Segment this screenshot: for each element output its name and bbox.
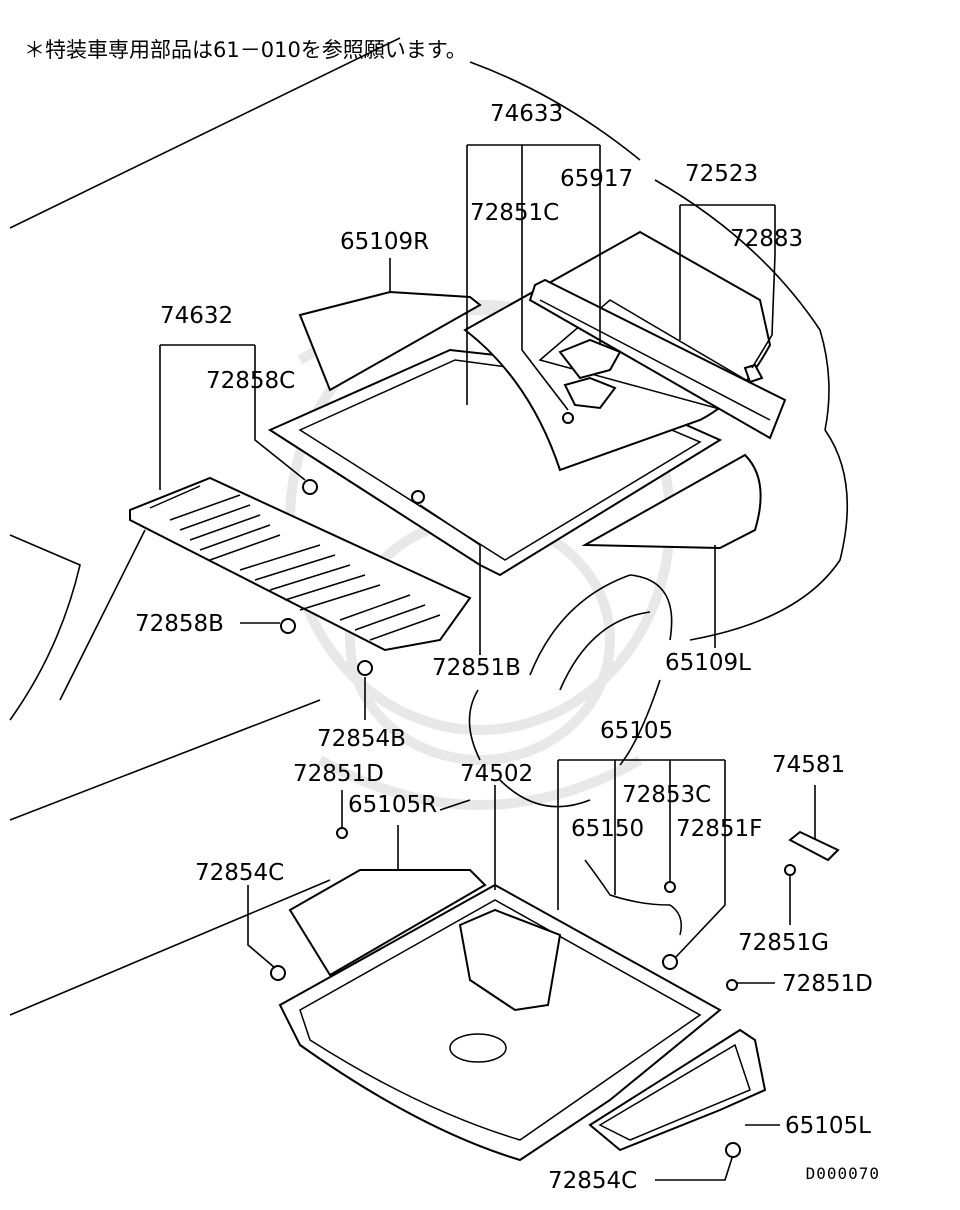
label-74632: 74632 <box>160 303 233 329</box>
part-labels: 74633 65917 72523 72851C 72883 65109R 74… <box>135 101 873 1194</box>
leader-lines <box>159 144 816 1181</box>
label-72851D-lower: 72851D <box>782 971 873 997</box>
label-65109R: 65109R <box>340 229 429 255</box>
label-72523: 72523 <box>685 161 758 187</box>
label-72851B: 72851B <box>432 655 521 681</box>
label-65150: 65150 <box>571 816 644 842</box>
label-72858C: 72858C <box>206 368 295 394</box>
label-72851D-upper: 72851D <box>293 761 384 787</box>
label-72851F: 72851F <box>676 816 762 842</box>
car-body-outline <box>9 37 849 1016</box>
label-72854C-bottom: 72854C <box>548 1168 637 1194</box>
label-65105L: 65105L <box>785 1113 871 1139</box>
label-74633: 74633 <box>490 101 563 127</box>
label-72851G: 72851G <box>738 930 829 956</box>
diagram-code: D000070 <box>805 1164 880 1183</box>
label-65105R: 65105R <box>348 792 437 818</box>
label-74502: 74502 <box>460 761 533 787</box>
label-65917: 65917 <box>560 166 633 192</box>
label-72854B: 72854B <box>317 726 406 752</box>
label-72858B: 72858B <box>135 611 224 637</box>
label-74581: 74581 <box>772 752 845 778</box>
label-65109L: 65109L <box>665 650 751 676</box>
upper-floor-board <box>267 230 787 577</box>
label-72854C-left: 72854C <box>195 860 284 886</box>
label-72851C: 72851C <box>470 200 559 226</box>
lower-tray-74502 <box>278 869 767 1162</box>
floor-panel-74632 <box>129 476 472 652</box>
label-72853C: 72853C <box>622 782 711 808</box>
fasteners <box>270 412 840 1158</box>
label-72883: 72883 <box>730 226 803 252</box>
label-65105: 65105 <box>600 718 673 744</box>
